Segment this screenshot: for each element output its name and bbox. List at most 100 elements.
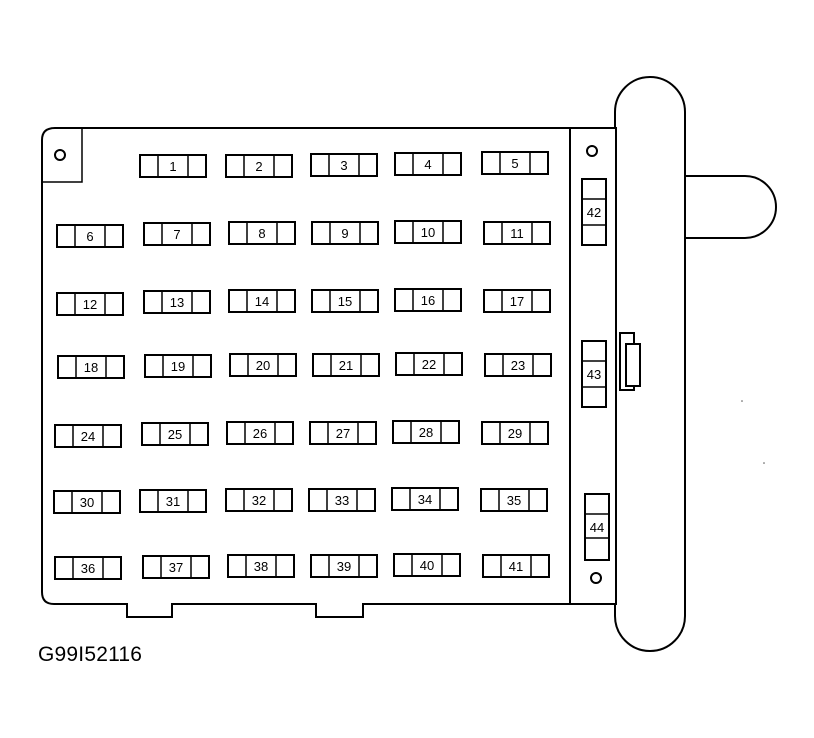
fuse-number: 3 <box>340 158 347 173</box>
figure-code: G99I52116 <box>38 643 143 666</box>
fuse-number: 36 <box>81 561 95 576</box>
fuse-slot: 12 <box>56 292 124 316</box>
fuse-outline <box>391 487 459 511</box>
fuse-number: 37 <box>169 560 183 575</box>
fuse-slot: 19 <box>144 354 212 378</box>
fuse-number: 28 <box>419 425 433 440</box>
fuse-slot: 4 <box>394 152 462 176</box>
fuse-slot: 11 <box>483 221 551 245</box>
fuse-number: 43 <box>587 367 601 382</box>
fuse-number: 17 <box>510 294 524 309</box>
fuse-number: 22 <box>422 357 436 372</box>
mounting-hole-bottom-right <box>590 572 602 584</box>
fuse-slot: 39 <box>310 554 378 578</box>
fuse-number: 19 <box>171 359 185 374</box>
fuse-number: 20 <box>256 358 270 373</box>
fuse-outline <box>143 290 211 314</box>
fuse-number: 10 <box>421 225 435 240</box>
fuse-number: 8 <box>258 226 265 241</box>
fuse-number: 15 <box>338 294 352 309</box>
fuse-number: 24 <box>81 429 95 444</box>
fuse-number: 21 <box>339 358 353 373</box>
fuse-number: 1 <box>169 159 176 174</box>
fuse-slot: 16 <box>394 288 462 312</box>
fuse-outline <box>141 422 209 446</box>
fuse-slot: 30 <box>53 490 121 514</box>
fuse-number: 6 <box>86 229 93 244</box>
fuse-outline <box>226 421 294 445</box>
speck <box>763 462 765 464</box>
side-fuse-slot: 44 <box>584 493 610 561</box>
fuse-number: 9 <box>341 226 348 241</box>
fuse-number: 18 <box>84 360 98 375</box>
fuse-outline <box>225 488 293 512</box>
fuse-outline <box>481 421 549 445</box>
fuse-outline <box>311 221 379 245</box>
fuse-outline <box>312 353 380 377</box>
side-fuse-slot: 42 <box>581 178 607 246</box>
fuse-number: 29 <box>508 426 522 441</box>
fuse-number: 40 <box>420 558 434 573</box>
fuse-slot: 32 <box>225 488 293 512</box>
fuse-outline <box>139 154 207 178</box>
fuse-number: 27 <box>336 426 350 441</box>
fuse-number: 4 <box>424 157 431 172</box>
fuse-slot: 26 <box>226 421 294 445</box>
fuse-number: 5 <box>511 156 518 171</box>
fuse-outline <box>483 221 551 245</box>
fuse-slot: 18 <box>57 355 125 379</box>
fuse-outline <box>310 153 378 177</box>
fuse-number: 41 <box>509 559 523 574</box>
fuse-number: 13 <box>170 295 184 310</box>
fuse-slot: 8 <box>228 221 296 245</box>
fuse-slot: 15 <box>311 289 379 313</box>
fuse-outline <box>394 152 462 176</box>
fuse-number: 16 <box>421 293 435 308</box>
fuse-slot: 22 <box>395 352 463 376</box>
fuse-outline <box>139 489 207 513</box>
mounting-hole-top-right <box>586 145 598 157</box>
fuse-outline <box>56 224 124 248</box>
fuse-number: 11 <box>510 226 524 241</box>
fuse-slot: 14 <box>228 289 296 313</box>
fuse-slot: 5 <box>481 151 549 175</box>
fuse-slot: 40 <box>393 553 461 577</box>
fuse-number: 25 <box>168 427 182 442</box>
fuse-slot: 13 <box>143 290 211 314</box>
fuse-outline <box>581 340 607 408</box>
fuse-slot: 38 <box>227 554 295 578</box>
side-fuse-column: 42 43 44 <box>581 178 610 561</box>
mounting-hole-top-left <box>54 149 66 161</box>
side-fuse-slot: 43 <box>581 340 607 408</box>
fuse-slot: 31 <box>139 489 207 513</box>
fuse-outline <box>53 490 121 514</box>
fuse-number: 34 <box>418 492 432 507</box>
fuse-outline <box>584 493 610 561</box>
fuse-slot: 35 <box>480 488 548 512</box>
fuse-outline <box>308 488 376 512</box>
fuse-number: 44 <box>590 520 604 535</box>
fuse-slot: 29 <box>481 421 549 445</box>
fuse-slot: 6 <box>56 224 124 248</box>
fuse-outline <box>311 289 379 313</box>
fuse-outline <box>393 553 461 577</box>
fuse-slot: 41 <box>482 554 550 578</box>
fuse-outline <box>309 421 377 445</box>
fuse-outline <box>581 178 607 246</box>
fuse-number: 23 <box>511 358 525 373</box>
fuse-outline <box>394 288 462 312</box>
fuse-number: 39 <box>337 559 351 574</box>
fuse-slot: 9 <box>311 221 379 245</box>
fuse-outline <box>392 420 460 444</box>
side-clip-inner <box>625 343 641 387</box>
fuse-number: 31 <box>166 494 180 509</box>
fuse-outline <box>144 354 212 378</box>
connector-plug <box>683 175 777 239</box>
fuse-outline <box>481 151 549 175</box>
fuse-slot: 10 <box>394 220 462 244</box>
fuse-slot: 37 <box>142 555 210 579</box>
speck <box>741 400 743 402</box>
fuse-slot: 21 <box>312 353 380 377</box>
fuse-slot: 24 <box>54 424 122 448</box>
